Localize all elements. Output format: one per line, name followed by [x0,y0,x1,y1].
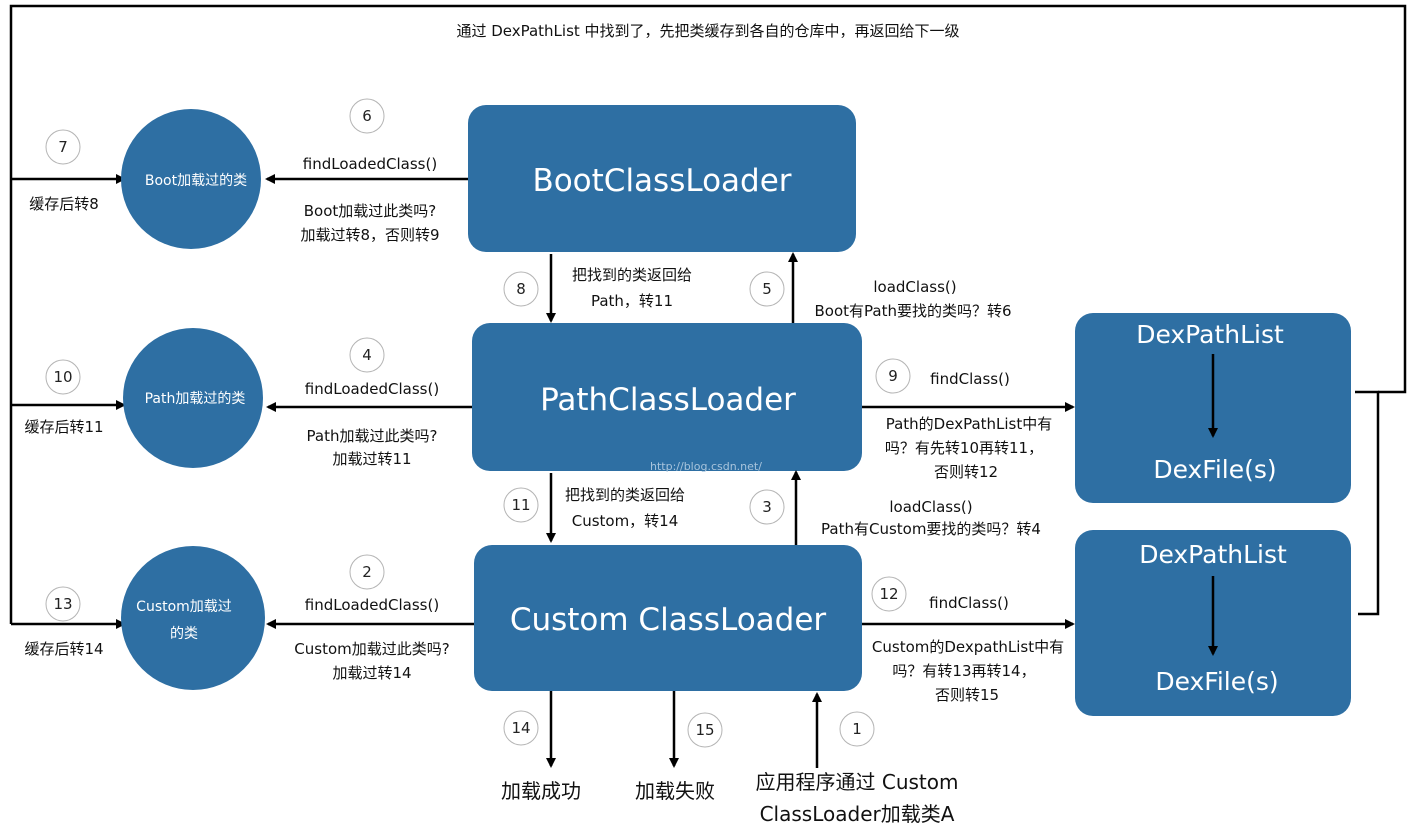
step-11: 11 [503,487,539,523]
label-findclass-12: findClass() [929,594,1009,612]
boot-classloader-label: BootClassLoader [532,163,791,199]
label-findclass-9: findClass() [930,370,1010,388]
svg-text:2: 2 [362,563,372,581]
dexpathlist-box-upper: DexPathList DexFile(s) [1075,313,1351,503]
dex-merge-connector [1355,390,1380,616]
step-9: 9 [875,358,911,394]
label-cache-13: 缓存后转14 [24,640,103,658]
cache-label-path: Path加载过的类 [145,391,246,407]
step-12: 12 [871,576,907,612]
cache-label-custom-line2: 的类 [170,626,198,642]
svg-text:4: 4 [362,346,372,364]
step-14: 14 [503,710,539,746]
svg-text:13: 13 [53,595,72,613]
outer-return-line [9,4,1407,624]
return-loop-lines [9,4,1407,629]
dexpathlist-title-upper: DexPathList [1136,320,1284,349]
label-cache-10: 缓存后转11 [24,418,103,436]
step-1: 1 [839,711,875,747]
svg-text:9: 9 [888,367,898,385]
dexpathlist-box-lower: DexPathList DexFile(s) [1075,530,1351,716]
path-classloader-label: PathClassLoader [540,382,796,418]
label-findclass-12-question-1: Custom的DexpathList中有 [872,638,1064,656]
step-10: 10 [45,359,81,395]
app-start-line1: 应用程序通过 Custom [756,770,959,794]
step-3: 3 [749,489,785,525]
label-boot-question-1: Boot加载过此类吗? [304,202,437,220]
watermark: http://blog.csdn.net/ [650,460,762,473]
svg-text:1: 1 [852,720,862,738]
svg-text:7: 7 [58,138,68,156]
label-return-8-line2: Path，转11 [591,292,673,310]
label-findclass-9-question-1: Path的DexPathList中有 [886,415,1053,433]
svg-text:15: 15 [695,721,714,739]
label-return-8-line1: 把找到的类返回给 [572,266,692,284]
step-7: 7 [45,129,81,165]
top-note: 通过 DexPathList 中找到了，先把类缓存到各自的仓库中，再返回给下一级 [456,22,959,40]
step-8: 8 [503,271,539,307]
svg-text:11: 11 [511,496,530,514]
custom-classloader-label: Custom ClassLoader [510,602,827,638]
step-15: 15 [687,712,723,748]
svg-text:3: 3 [762,498,772,516]
label-custom-findloaded: findLoadedClass() [305,596,439,614]
step-6: 6 [349,98,385,134]
label-custom-question-1: Custom加载过此类吗? [294,640,449,658]
cache-label-boot: Boot加载过的类 [145,173,247,189]
label-loadclass-3-question: Path有Custom要找的类吗？转4 [821,520,1041,538]
app-start-line2: ClassLoader加载类A [760,802,955,826]
custom-classloader-box: Custom ClassLoader [474,545,862,691]
step-2: 2 [349,554,385,590]
label-findclass-9-question-3: 否则转12 [934,463,998,481]
svg-text:5: 5 [762,280,772,298]
label-boot-findloaded: findLoadedClass() [303,155,437,173]
label-findclass-12-question-2: 吗？有转13再转14， [892,662,1035,680]
cache-circle-boot: Boot加载过的类 [121,109,261,249]
label-loadclass-3: loadClass() [889,498,972,516]
label-boot-question-2: 加载过转8，否则转9 [300,226,439,244]
svg-text:14: 14 [511,719,530,737]
label-custom-question-2: 加载过转14 [332,664,411,682]
label-cache-7: 缓存后转8 [29,195,99,213]
outcome-success: 加载成功 [501,779,581,803]
label-return-11-line1: 把找到的类返回给 [565,486,685,504]
outcome-fail: 加载失败 [635,779,715,803]
dexfile-label-upper: DexFile(s) [1153,455,1276,484]
label-findclass-12-question-3: 否则转15 [935,686,999,704]
label-loadclass-5: loadClass() [873,278,956,296]
dexpathlist-title-lower: DexPathList [1139,540,1287,569]
label-return-11-line2: Custom，转14 [572,512,679,530]
step-13: 13 [45,586,81,622]
svg-text:8: 8 [516,280,526,298]
step-4: 4 [349,337,385,373]
boot-classloader-box: BootClassLoader [468,105,856,252]
svg-text:6: 6 [362,107,372,125]
dexfile-label-lower: DexFile(s) [1155,667,1278,696]
label-path-findloaded: findLoadedClass() [305,380,439,398]
label-findclass-9-question-2: 吗？有先转10再转11， [885,439,1043,457]
label-path-question-2: 加载过转11 [332,450,411,468]
cache-circle-path: Path加载过的类 [123,328,263,468]
path-classloader-box: PathClassLoader http://blog.csdn.net/ [472,323,862,473]
label-path-question-1: Path加载过此类吗? [307,427,438,445]
label-loadclass-5-question: Boot有Path要找的类吗？转6 [814,302,1011,320]
step-5: 5 [749,271,785,307]
cache-circle-custom: Custom加载过 的类 [121,546,265,690]
svg-text:10: 10 [53,368,72,386]
cache-label-custom-line1: Custom加载过 [136,599,232,615]
svg-text:12: 12 [879,585,898,603]
